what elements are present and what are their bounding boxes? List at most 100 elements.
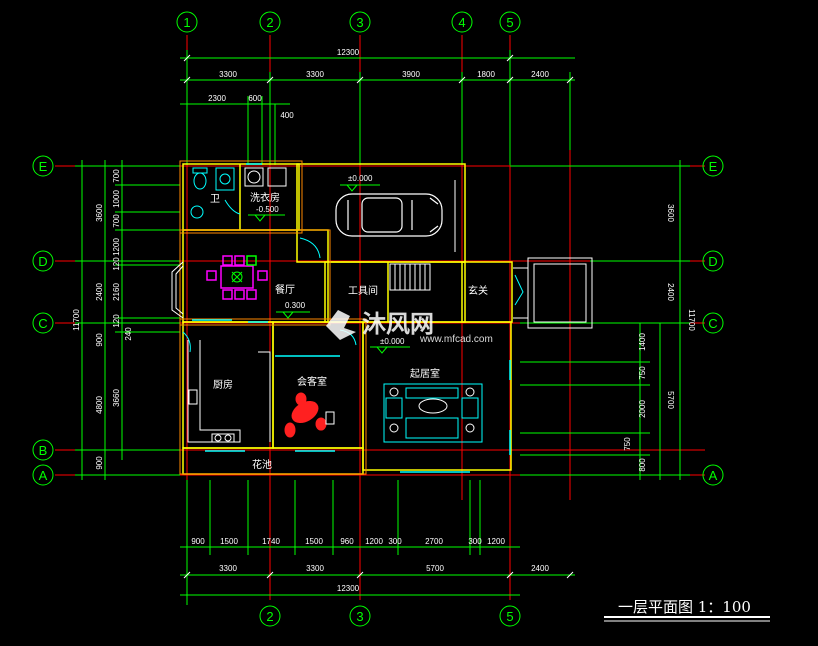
room-label-bath: 卫 (210, 194, 220, 205)
kitchen-counters (187, 340, 271, 443)
right-major-1: 3600 (666, 204, 675, 222)
left-minor-8: 240 (124, 327, 133, 341)
axis-label-2-top: 2 (266, 15, 273, 30)
axis-label-C-left: C (38, 316, 47, 331)
left-major-5: 900 (95, 456, 104, 470)
watermark: 沐风网 www.mfcad.com (326, 310, 493, 345)
right-major-2: 2400 (666, 283, 675, 301)
top-dim-5: 2400 (531, 70, 549, 79)
bottom-dim-6: 1200 (365, 537, 383, 546)
room-label-foyer: 玄关 (468, 284, 488, 297)
left-minor-9: 3660 (112, 389, 121, 407)
left-minor-2: 1000 (112, 190, 121, 208)
left-minor-5: 120 (112, 257, 121, 271)
axis-label-5-top: 5 (506, 15, 513, 30)
top-dim-4: 1800 (477, 70, 495, 79)
room-label-dining: 餐厅 (275, 283, 295, 296)
left-minor-6: 2160 (112, 283, 121, 301)
guest-furniture-lines (325, 411, 335, 425)
bottom-dim-10: 1200 (487, 537, 505, 546)
left-minor-3: 700 (112, 214, 121, 228)
axis-label-3-top: 3 (356, 15, 363, 30)
top-dim-2: 3300 (306, 70, 324, 79)
top-sub-dim-1: 2300 (208, 94, 226, 103)
axis-label-E-right: E (709, 159, 718, 174)
guest-seating (284, 392, 327, 438)
right-major-3: 5700 (666, 391, 675, 409)
right-minor-2: 750 (638, 366, 647, 380)
door-swings (182, 199, 524, 353)
watermark-url: www.mfcad.com (419, 334, 493, 345)
axis-label-4-top: 4 (458, 15, 465, 30)
dimension-lines (75, 50, 690, 605)
room-labels: 卫 洗衣房 餐厅 工具间 玄关 厨房 会客室 起居室 花池 (210, 191, 488, 471)
axis-label-E-left: E (39, 159, 48, 174)
level-markers (248, 184, 410, 354)
car-in-garage (335, 193, 443, 237)
room-label-laundry: 洗衣房 (250, 191, 280, 204)
grid-bubbles-left: E D C B A (32, 155, 54, 486)
bottom-dim-2: 1500 (220, 537, 238, 546)
bottom-overall-dim: 12300 (337, 584, 360, 593)
level-laundry: -0.500 (256, 205, 279, 214)
axis-label-3-bottom: 3 (356, 609, 363, 624)
top-overall-dim: 12300 (337, 48, 360, 57)
toilet-fixture (190, 167, 235, 219)
bottom-dim-1: 900 (191, 537, 205, 546)
axis-label-A-right: A (709, 468, 718, 483)
axis-label-2-bottom: 2 (266, 609, 273, 624)
grid-bubbles-top: 1 2 3 4 5 (176, 11, 521, 33)
bottom-row2-dim-2: 3300 (306, 564, 324, 573)
bottom-dim-3: 1740 (262, 537, 280, 546)
right-overall-dim: 11700 (687, 309, 696, 331)
watermark-brand: 沐风网 (362, 310, 434, 338)
bottom-row2-dim-4: 2400 (531, 564, 549, 573)
right-minor-3: 2000 (638, 400, 647, 418)
right-minor-5: 800 (638, 458, 647, 472)
room-label-tool: 工具间 (348, 284, 378, 297)
dining-table-set (206, 255, 268, 300)
axis-label-1-top: 1 (183, 15, 190, 30)
left-overall-dim: 11700 (72, 309, 81, 331)
bottom-dim-9: 300 (468, 537, 482, 546)
table-plant (231, 271, 243, 283)
left-minor-4: 1200 (112, 238, 121, 256)
room-label-living: 起居室 (410, 367, 440, 380)
top-dim-3: 3900 (402, 70, 420, 79)
left-minor-1: 700 (112, 169, 121, 183)
right-minor-4: 750 (623, 437, 632, 451)
axis-label-D-right: D (708, 254, 717, 269)
room-label-kitchen: 厨房 (213, 378, 233, 391)
axis-label-5-bottom: 5 (506, 609, 513, 624)
bottom-row2-dim-1: 3300 (219, 564, 237, 573)
top-dim-1: 3300 (219, 70, 237, 79)
axis-label-B-left: B (39, 443, 48, 458)
level-garage: ±0.000 (348, 174, 373, 183)
top-dimension-text: 12300 3300 3300 3900 1800 2400 2300 600 … (208, 48, 549, 120)
outer-wall-accent (179, 160, 367, 475)
left-dimension-text: 11700 3600 2400 900 4800 900 700 1000 70… (72, 169, 133, 470)
level-labels: ±0.000 -0.500 0.300 ±0.000 (256, 174, 405, 346)
room-label-pond: 花池 (252, 458, 272, 471)
drawing-title-block: 一层平面图 1：100 (604, 598, 770, 622)
bottom-dim-8: 2700 (425, 537, 443, 546)
left-major-1: 3600 (95, 204, 104, 222)
top-small-dim: 400 (280, 111, 294, 120)
washing-machines (244, 167, 287, 187)
bay-window (171, 261, 184, 319)
axis-label-A-left: A (39, 468, 48, 483)
top-sub-dim-2: 600 (248, 94, 262, 103)
level-hall: ±0.000 (380, 337, 405, 346)
stairs (389, 263, 431, 291)
left-major-2: 2400 (95, 283, 104, 301)
grid-bubbles-bottom: 2 3 5 (259, 605, 521, 627)
windows (192, 163, 511, 473)
watermark-logo-icon (326, 310, 356, 340)
left-major-4: 4800 (95, 396, 104, 414)
right-dimension-text: 11700 3600 2400 5700 1400 750 2000 750 8… (623, 204, 696, 472)
dimension-ticks (183, 54, 574, 579)
axis-label-D-left: D (38, 254, 47, 269)
grid-bubbles-right: E D C A (702, 155, 724, 486)
right-minor-1: 1400 (638, 333, 647, 351)
